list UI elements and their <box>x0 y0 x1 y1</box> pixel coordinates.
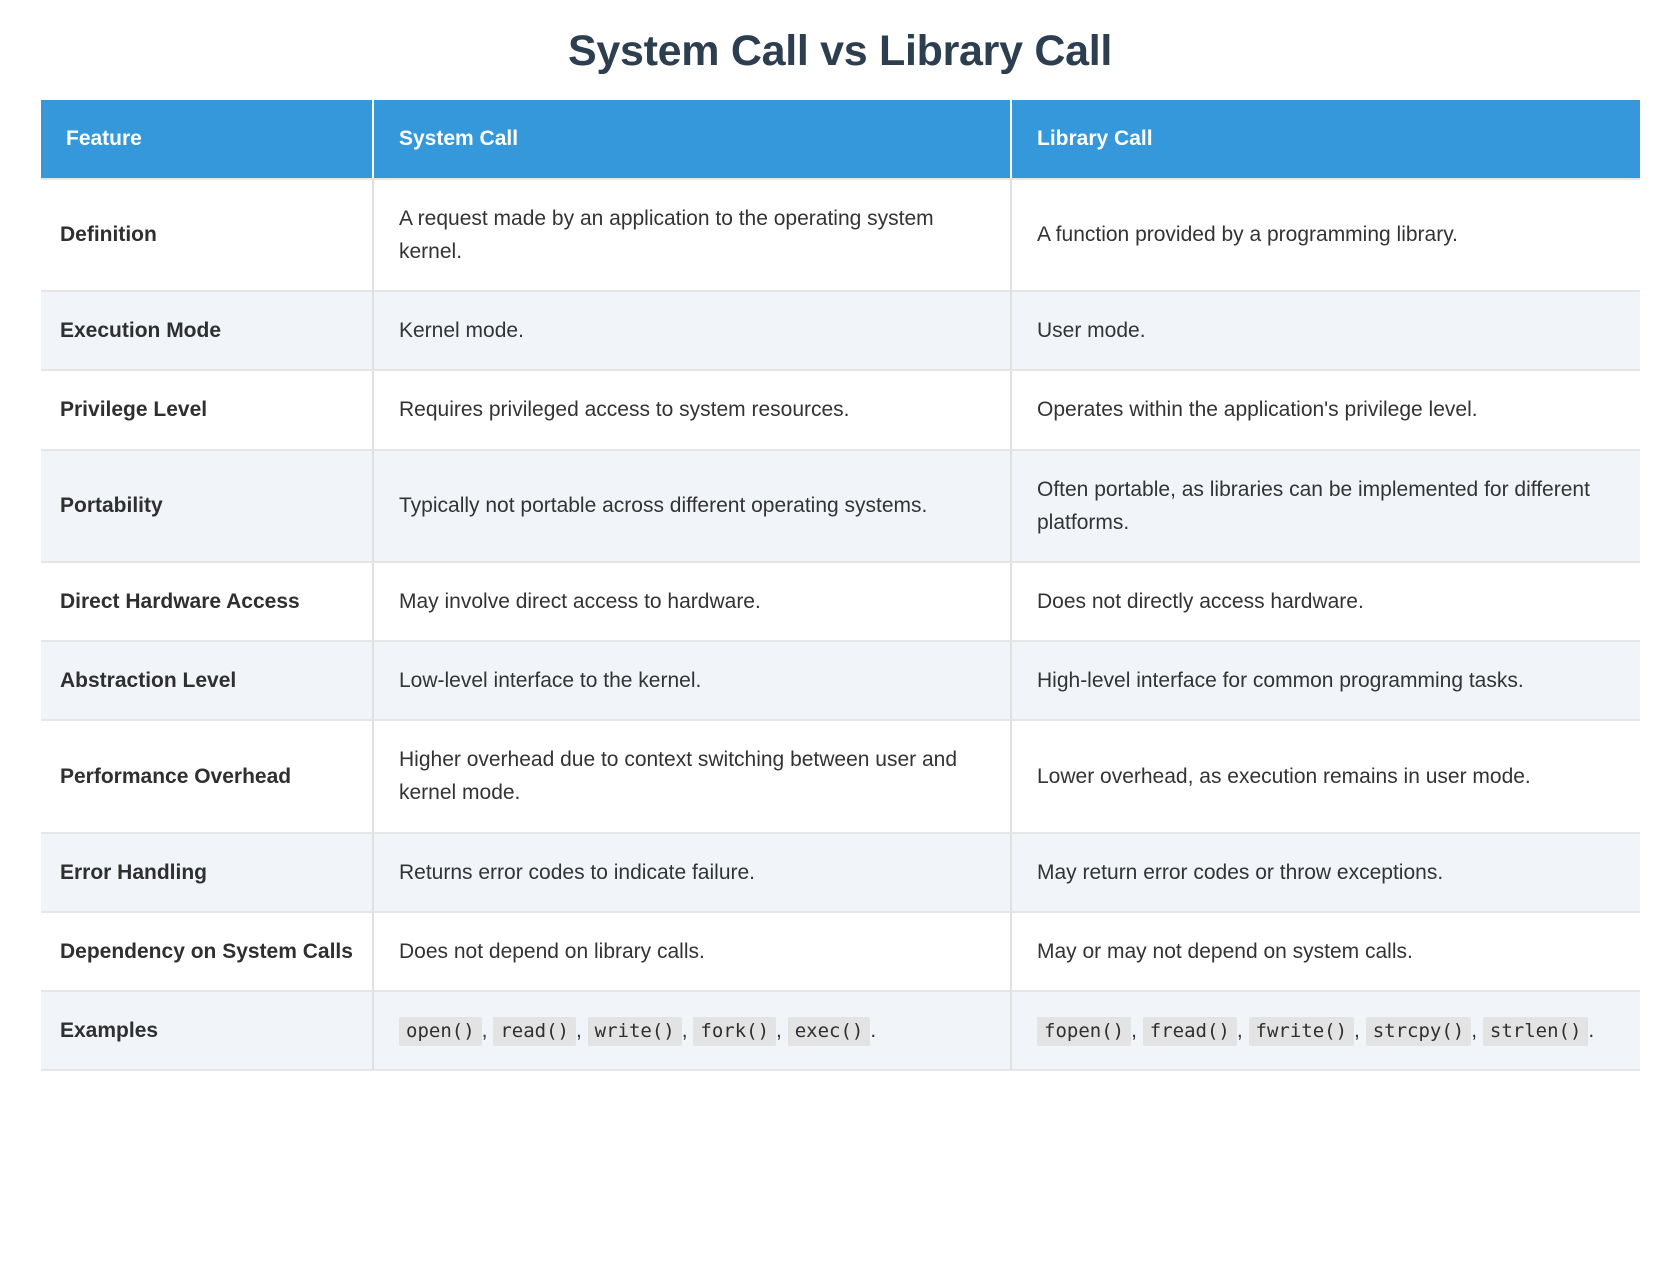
cell-feature: Error Handling <box>41 831 374 911</box>
table-row: Performance Overhead Higher overhead due… <box>41 719 1640 832</box>
comparison-page: System Call vs Library Call Feature Syst… <box>0 27 1680 1072</box>
comparison-table: Feature System Call Library Call Definit… <box>41 99 1640 1072</box>
code-snippet: open() <box>399 1016 482 1046</box>
snippet-separator: , <box>1354 1018 1366 1042</box>
cell-library-call: May or may not depend on system calls. <box>1012 910 1640 990</box>
cell-feature: Execution Mode <box>41 290 374 370</box>
table-header-row: Feature System Call Library Call <box>41 99 1640 178</box>
cell-library-call-examples: fopen(), fread(), fwrite(), strcpy(), st… <box>1012 989 1640 1072</box>
cell-feature: Examples <box>41 989 374 1072</box>
cell-feature: Privilege Level <box>41 369 374 449</box>
code-snippet: exec() <box>787 1016 871 1046</box>
cell-feature: Definition <box>41 177 374 291</box>
table-body: Definition A request made by an applicat… <box>41 177 1640 1072</box>
code-snippet: strlen() <box>1482 1016 1589 1046</box>
cell-system-call: Returns error codes to indicate failure. <box>374 831 1012 911</box>
cell-feature: Portability <box>41 448 374 561</box>
cell-library-call: Lower overhead, as execution remains in … <box>1012 719 1640 832</box>
cell-library-call: A function provided by a programming lib… <box>1012 177 1640 291</box>
cell-library-call: Operates within the application's privil… <box>1012 369 1640 449</box>
cell-system-call: Kernel mode. <box>374 290 1012 370</box>
cell-system-call: A request made by an application to the … <box>374 177 1012 291</box>
cell-library-call: User mode. <box>1012 290 1640 370</box>
cell-library-call: May return error codes or throw exceptio… <box>1012 831 1640 911</box>
column-header-system-call: System Call <box>374 99 1012 178</box>
code-snippet: fwrite() <box>1248 1016 1355 1046</box>
code-snippet: strcpy() <box>1365 1016 1472 1046</box>
snippet-separator: , <box>681 1018 694 1042</box>
code-snippet: fread() <box>1142 1016 1237 1046</box>
table-row: Dependency on System Calls Does not depe… <box>41 910 1640 990</box>
table-row: Definition A request made by an applicat… <box>41 177 1640 291</box>
table-row: Error Handling Returns error codes to in… <box>41 831 1640 911</box>
table-row: Abstraction Level Low-level interface to… <box>41 640 1640 720</box>
cell-system-call: Low-level interface to the kernel. <box>374 640 1012 720</box>
table-row-examples: Examples open(), read(), write(), fork()… <box>41 989 1640 1072</box>
snippet-separator: , <box>776 1018 788 1042</box>
table-row: Portability Typically not portable acros… <box>41 448 1640 561</box>
column-header-feature: Feature <box>41 99 374 178</box>
code-snippet: write() <box>587 1016 682 1046</box>
snippet-separator: , <box>1131 1018 1143 1042</box>
table-row: Privilege Level Requires privileged acce… <box>41 369 1640 449</box>
snippet-terminator: . <box>870 1018 877 1042</box>
cell-system-call: Requires privileged access to system res… <box>374 369 1012 449</box>
cell-feature: Dependency on System Calls <box>41 910 374 990</box>
page-title: System Call vs Library Call <box>568 27 1112 75</box>
code-snippet: fopen() <box>1037 1016 1132 1046</box>
table-header: Feature System Call Library Call <box>41 99 1640 178</box>
snippet-terminator: . <box>1588 1018 1595 1042</box>
code-snippet: read() <box>493 1016 576 1046</box>
snippet-separator: , <box>1471 1018 1483 1042</box>
cell-library-call: High-level interface for common programm… <box>1012 640 1640 720</box>
cell-library-call: Often portable, as libraries can be impl… <box>1012 448 1640 561</box>
table-row: Direct Hardware Access May involve direc… <box>41 560 1640 641</box>
cell-system-call: Typically not portable across different … <box>374 448 1012 561</box>
cell-system-call: May involve direct access to hardware. <box>374 560 1012 641</box>
table-container: Feature System Call Library Call Definit… <box>0 99 1680 1072</box>
cell-library-call: Does not directly access hardware. <box>1012 560 1640 641</box>
cell-feature: Direct Hardware Access <box>41 560 374 641</box>
cell-feature: Performance Overhead <box>41 719 374 832</box>
cell-system-call: Does not depend on library calls. <box>374 910 1012 990</box>
cell-system-call-examples: open(), read(), write(), fork(), exec(). <box>374 989 1012 1072</box>
column-header-library-call: Library Call <box>1012 99 1640 178</box>
cell-feature: Abstraction Level <box>41 640 374 720</box>
cell-system-call: Higher overhead due to context switching… <box>374 719 1012 832</box>
snippet-separator: , <box>575 1018 588 1042</box>
snippet-separator: , <box>1236 1018 1249 1042</box>
code-snippet: fork() <box>693 1016 777 1046</box>
table-row: Execution Mode Kernel mode. User mode. <box>41 290 1640 370</box>
snippet-separator: , <box>481 1018 494 1042</box>
